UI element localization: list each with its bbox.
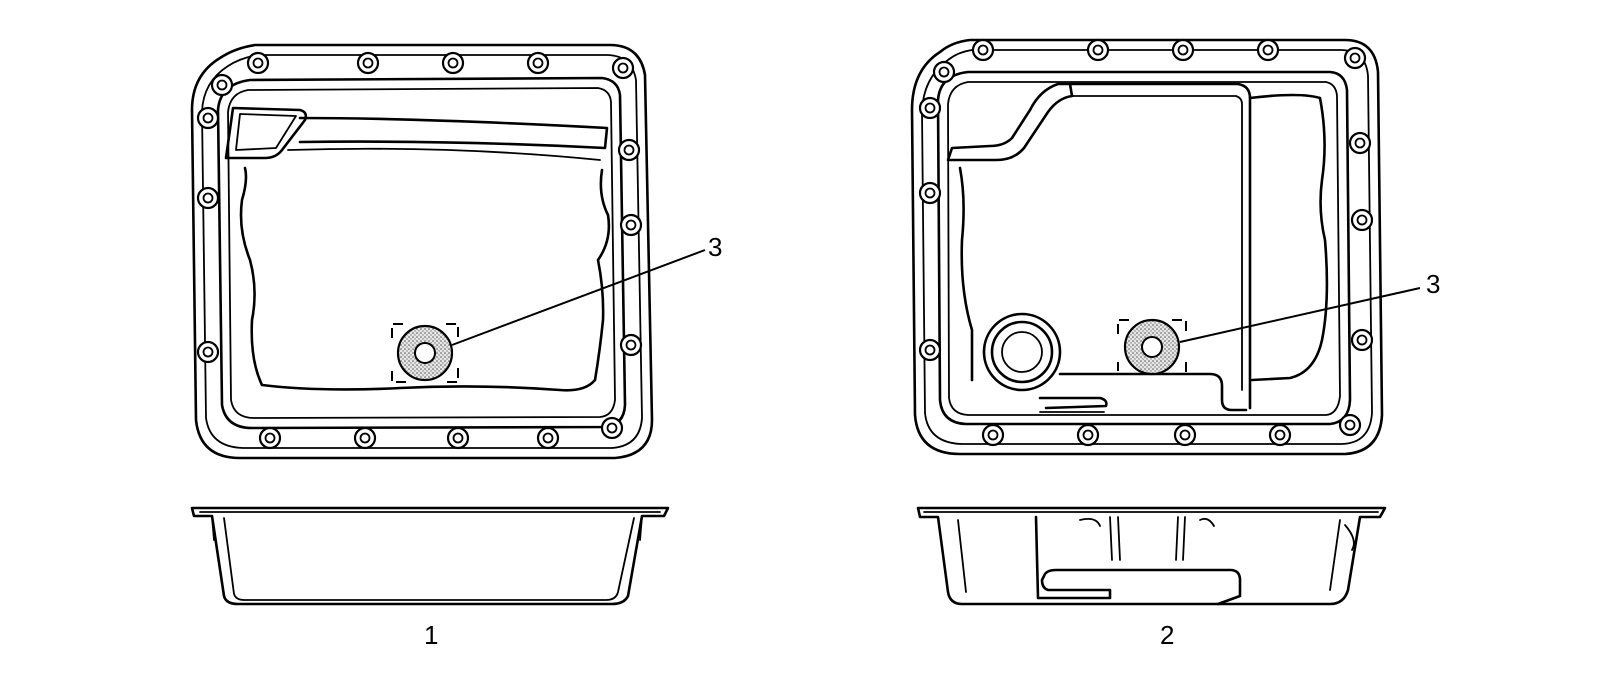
pan-1-magnet <box>391 323 459 383</box>
pan-1-magnet-leader <box>451 249 706 346</box>
pan-1-floor <box>239 166 611 392</box>
pan-2-magnet-leader <box>1179 287 1421 343</box>
pan-1-top-view <box>190 43 706 460</box>
pan-1-ridge <box>298 116 609 150</box>
pan-1-label: 1 <box>424 620 438 650</box>
pan-2-side-view <box>916 506 1387 606</box>
magnet-callout-pan-2: 3 <box>1426 269 1440 299</box>
pan-2-drain-boss <box>982 312 1062 392</box>
pan-1-side-view <box>190 506 670 606</box>
pan-2-inner-wall-2 <box>947 81 1341 416</box>
pan-1-outer-flange <box>190 43 654 460</box>
pan-1-deflector <box>224 106 308 160</box>
pan-2-inner-wall <box>936 70 1352 426</box>
pan-1-inner-wall-2 <box>227 87 616 419</box>
pan-2-floor <box>958 166 974 382</box>
pan-1-flange-inner-edge <box>201 54 643 449</box>
pan-2-bolts <box>918 38 1374 447</box>
magnet-callout-pan-1: 3 <box>708 232 722 262</box>
pan-2-label: 2 <box>1160 620 1174 650</box>
pan-2-magnet <box>1117 318 1187 376</box>
pan-2-deflector <box>946 82 1074 162</box>
pan-2-outer-flange <box>910 38 1384 456</box>
pan-2-flange-inner-edge <box>921 49 1373 445</box>
pan-1-bolts <box>196 51 643 450</box>
pan-2-top-view <box>910 38 1421 456</box>
